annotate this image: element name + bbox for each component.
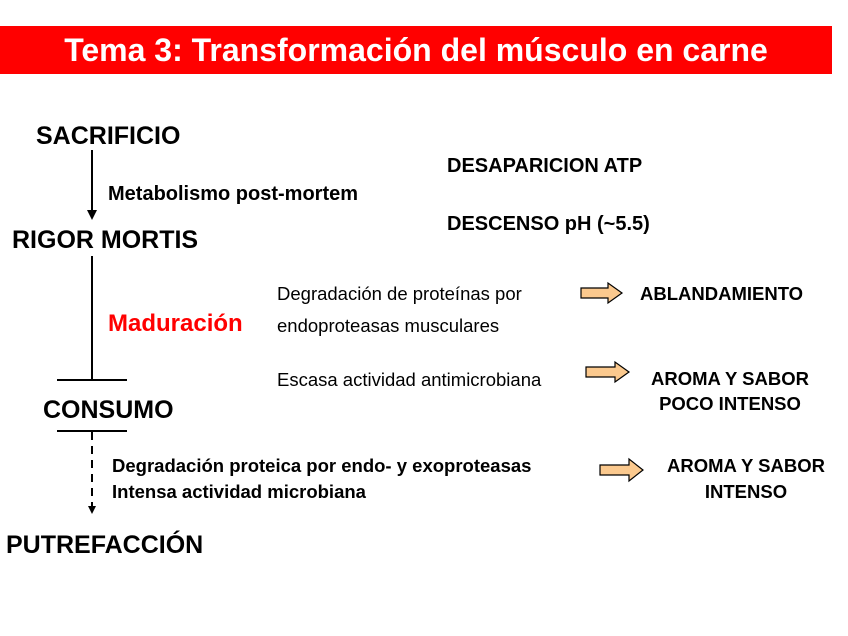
label-maduracion: Maduración [108,310,243,337]
barrier-line-bottom [57,430,127,432]
label-post-mortem: Metabolismo post-mortem [108,183,359,205]
block-arrow-right-icon [580,281,624,305]
dashed-arrow-down-icon [88,432,96,514]
stage-consumo: CONSUMO [43,396,174,424]
result-aroma-poco-line1: AROMA Y SABOR [651,368,809,389]
effect-atp: DESAPARICION ATP [447,155,643,177]
cause-escasa-actividad: Escasa actividad antimicrobiana [277,369,542,390]
flow-line [91,256,93,380]
flow-arrow-down-icon [87,150,97,220]
result-aroma-intenso-line1: AROMA Y SABOR [667,455,825,476]
page-title: Tema 3: Transformación del músculo en ca… [64,32,768,68]
stage-sacrificio: SACRIFICIO [36,122,181,150]
result-aroma-intenso-line2: INTENSO [704,481,788,502]
result-ablandamiento: ABLANDAMIENTO [640,283,804,304]
stage-putrefaccion: PUTREFACCIÓN [6,531,204,559]
barrier-line-top [57,379,127,381]
stage-rigor-mortis: RIGOR MORTIS [12,226,199,254]
title-banner: Tema 3: Transformación del músculo en ca… [0,26,832,74]
effect-ph: DESCENSO pH (~5.5) [447,213,650,235]
block-arrow-right-icon [599,457,644,483]
block-arrow-right-icon [585,360,631,384]
cause-degradacion-line1: Degradación de proteínas por [277,283,522,304]
cause-actividad-microbiana: Intensa actividad microbiana [112,481,366,502]
cause-degradacion-line2: endoproteasas musculares [277,315,500,336]
result-aroma-poco-line2: POCO INTENSO [659,393,801,414]
cause-degradacion-proteica: Degradación proteica por endo- y exoprot… [112,455,532,476]
